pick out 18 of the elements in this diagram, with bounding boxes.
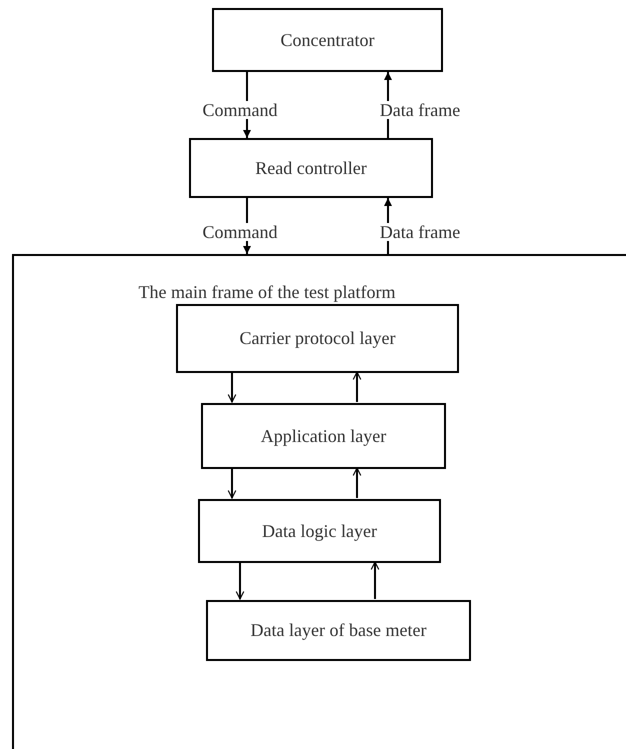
arrow xyxy=(352,467,362,498)
edge-label: Data frame xyxy=(378,101,462,119)
edge-label: Data frame xyxy=(378,223,462,241)
arrow xyxy=(236,562,244,600)
frame-title: The main frame of the test platform xyxy=(138,281,396,304)
edge-label: Command xyxy=(200,223,280,241)
process-box: Concentrator xyxy=(212,8,443,72)
arrow xyxy=(352,371,362,402)
process-box: Data layer of base meter xyxy=(206,600,471,661)
process-box: Application layer xyxy=(201,403,446,469)
arrow xyxy=(370,561,380,599)
process-box: Data logic layer xyxy=(198,499,441,563)
process-box: Read controller xyxy=(189,138,433,198)
frame-outline xyxy=(12,254,626,749)
edge-label: Command xyxy=(200,101,280,119)
process-box: Carrier protocol layer xyxy=(176,304,459,373)
arrow xyxy=(228,372,236,403)
arrow xyxy=(228,468,236,499)
